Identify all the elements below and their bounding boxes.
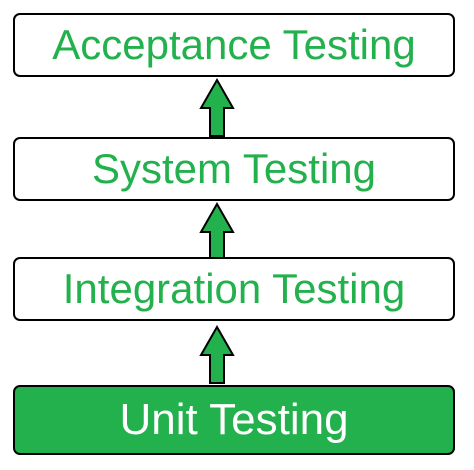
level-label-unit-testing: Unit Testing [119, 395, 349, 444]
level-box-integration-testing: Integration Testing [13, 257, 455, 321]
level-label-system-testing: System Testing [91, 145, 376, 192]
up-arrow-shape [199, 77, 235, 137]
level-label-acceptance-testing: Acceptance Testing [52, 21, 416, 68]
level-label-integration-testing: Integration Testing [62, 265, 406, 312]
up-arrow-icon [199, 77, 235, 137]
level-box-acceptance-testing: Acceptance Testing [13, 13, 455, 77]
up-arrow-icon [199, 201, 235, 261]
level-box-unit-testing: Unit Testing [13, 385, 455, 455]
level-box-system-testing: System Testing [13, 137, 455, 201]
up-arrow-shape [199, 201, 235, 261]
up-arrow-icon [199, 324, 235, 384]
up-arrow-shape [199, 324, 235, 384]
